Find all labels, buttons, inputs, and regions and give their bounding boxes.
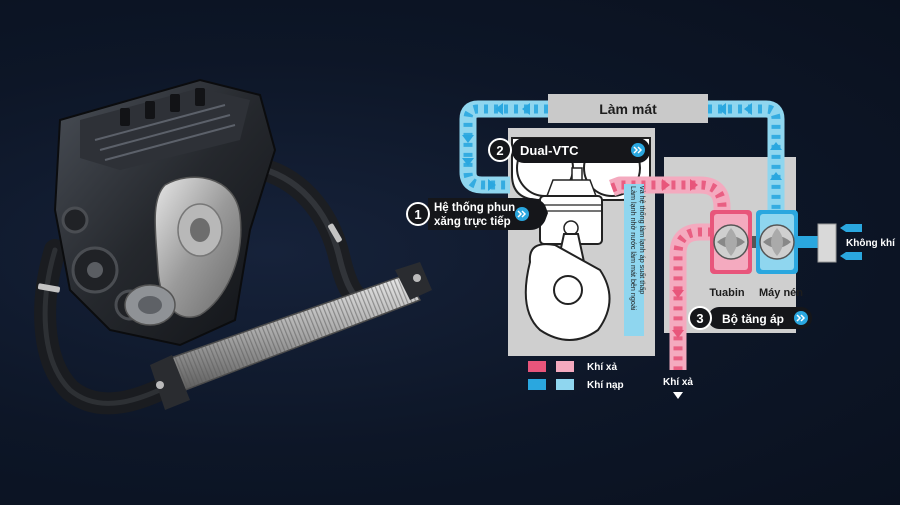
cooling-note-bar: Làm lạnh nhờ nước làm mát bên ngoài và h… [624,184,647,336]
dual-vtc-label: Dual-VTC [520,143,579,158]
legend-intake-label: Khí nạp [587,380,624,391]
legend: Khí xả Khí nạp [528,361,624,391]
injection-label-line2: xăng trực tiếp [434,216,511,228]
injection-label-line1: Hệ thống phun [434,202,515,214]
cooling-loop-left [459,100,548,194]
piston-assembly [524,179,611,341]
intercooler [150,262,432,410]
dual-vtc-callout: 2 Dual-VTC [488,138,650,163]
turbine-label: Tuabin [709,287,745,299]
cooling-label: Làm mát [599,101,657,117]
arrow-down-icon [673,392,683,399]
double-chevron-right-icon [515,207,529,221]
legend-swatch-exhaust-light [556,361,574,372]
direct-injection-callout: 1 Hệ thống phun xăng trực tiếp [406,198,548,230]
compressor-unit [756,210,798,274]
legend-exhaust-label: Khí xả [587,362,617,373]
air-intake: Không khí [798,223,896,263]
turbocharger-callout: 3 Bộ tăng áp [688,306,812,330]
cooling-box [548,94,708,123]
legend-swatch-intake-light [556,379,574,390]
vertical-note-line2: và hệ thống làm lạnh áp suất thấp [638,186,647,294]
legend-swatch-exhaust-dark [528,361,546,372]
exhaust-out-label: Khí xả [663,377,693,388]
turbo-schematic: Làm mát [406,94,896,399]
turbine-unit [710,210,752,274]
badge-one: 1 [414,207,421,222]
compressor-label: Máy nén [759,287,803,299]
badge-two: 2 [496,143,503,158]
legend-swatch-intake-dark [528,379,546,390]
badge-three: 3 [696,311,703,326]
exhaust-path [609,176,731,370]
cooling-loop-right [708,100,785,212]
air-in-label: Không khí [846,238,896,249]
vertical-note-line1: Làm lạnh nhờ nước làm mát bên ngoài [629,186,638,311]
arrow-left-icon [840,224,862,260]
double-chevron-right-icon [631,143,645,157]
double-chevron-right-icon [794,311,808,325]
turbo-label: Bộ tăng áp [722,312,784,326]
engine-illustration [34,78,432,415]
